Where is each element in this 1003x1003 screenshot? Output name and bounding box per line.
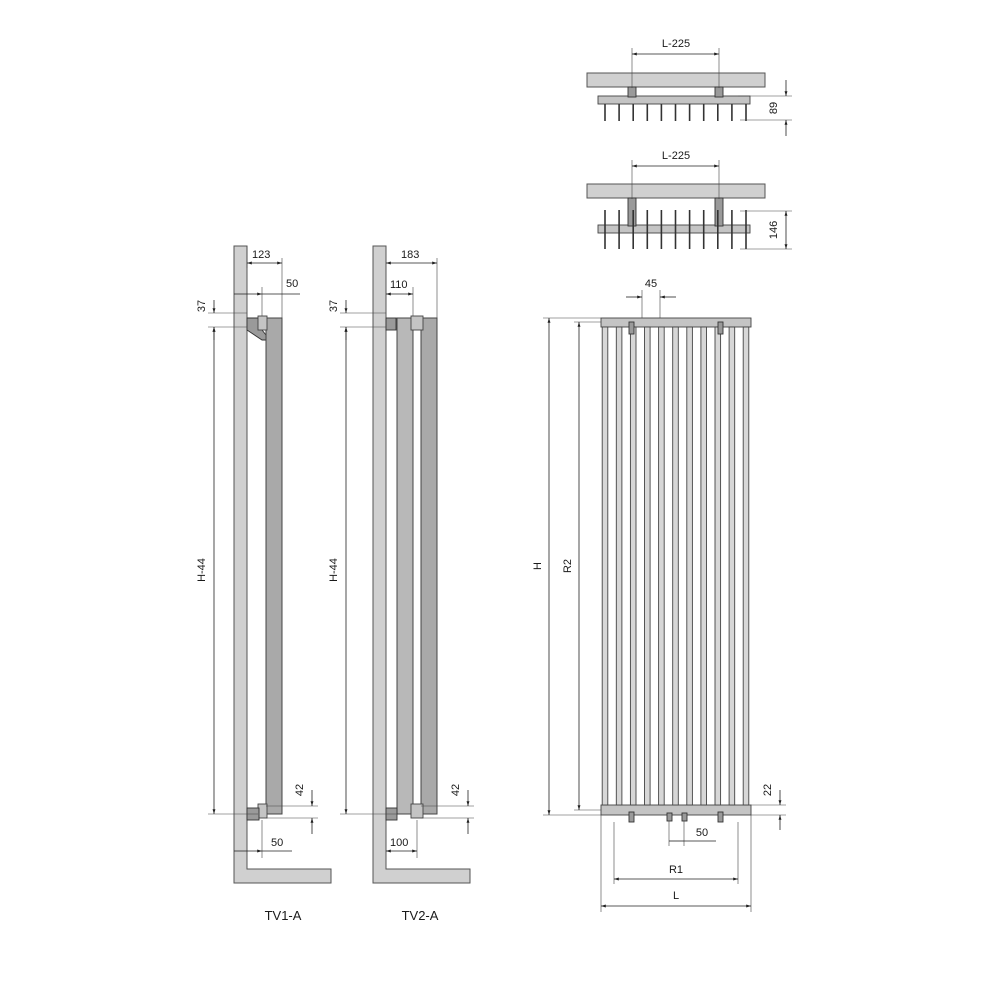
front-r1-dim: R1 [669,864,683,876]
tv2-bottom-dim: 42 [450,784,462,796]
tv2-top-gap-dim: 37 [328,300,340,312]
tv2-bottom-offset-dim: 100 [390,837,408,849]
tv1-top-connector [257,315,268,331]
plan2-wall [586,183,766,199]
tv2-outer-panel [420,317,438,815]
tv2-width-dim: 183 [401,249,419,261]
front-valve-left [666,812,673,822]
plan2-depth-dim: 146 [768,221,780,239]
front-top-header [600,317,752,328]
plan-view-double: L-225 146 [586,150,792,250]
plan1-centers-dim: L-225 [662,38,690,50]
tv2-depth-dim: 110 [390,279,408,291]
plan2-fins [604,210,747,249]
tv2-caption: TV2-A [402,908,439,923]
tv2-top-connector [410,315,424,331]
tv2-top-bracket [385,317,397,331]
front-tubes [601,326,750,806]
front-tube [714,326,722,806]
tv1-bottom-offset-dim: 50 [271,837,283,849]
tv2-wall-floor [372,245,471,884]
front-height-dim: H [532,562,544,570]
tv1-width-dim: 123 [252,249,270,261]
plan1-fins [604,104,747,121]
plan-view-single: L-225 89 [586,38,792,136]
front-tube [728,326,736,806]
tv1-top-offset-dim: 50 [286,278,298,290]
tv1-bottom-dim: 42 [294,784,306,796]
front-tube [644,326,651,806]
tv1-radiator-panel [265,317,283,815]
tv2-height-dim: H-44 [328,558,340,582]
front-r2-dim: R2 [562,559,574,573]
front-tube [672,326,679,806]
tv2-inner-panel [396,317,414,815]
front-tube [601,326,609,806]
plan1-depth-dim: 89 [768,102,780,114]
front-tube [700,326,707,806]
front-pitch-dim: 45 [645,278,657,290]
tv1-side-view: 123 50 37 H-44 42 50 TV1-A [196,245,332,923]
tv1-height-dim: H-44 [196,558,208,582]
front-tube [615,326,623,806]
front-view: 45 H R2 22 50 R1 L [532,278,786,912]
plan2-bracket-left [627,197,637,227]
front-length-dim: L [673,890,679,902]
plan1-header [597,95,751,105]
front-tube [629,326,637,806]
front-valve-right [681,812,688,822]
front-bracket-right [717,321,724,335]
tv1-top-gap-dim: 37 [196,300,208,312]
front-foot-left [628,811,635,823]
plan2-centers-dim: L-225 [662,150,690,162]
tv2-bottom-connector [410,803,424,819]
tv1-caption: TV1-A [265,908,302,923]
plan2-bracket-right [714,197,724,227]
tv2-side-view: 183 110 37 H-44 42 100 TV2-A [328,245,474,923]
front-tube [742,326,750,806]
plan1-wall [586,72,766,88]
front-bottom-header [600,804,752,816]
front-foot-right [717,811,724,823]
front-tube [658,326,665,806]
front-bracket-left [628,321,635,335]
plan1-bracket-left [627,86,637,98]
front-inner-dim: 50 [696,827,708,839]
front-bottom-dim: 22 [762,784,774,796]
plan1-bracket-right [714,86,724,98]
plan2-header [597,224,751,234]
front-tube [686,326,693,806]
